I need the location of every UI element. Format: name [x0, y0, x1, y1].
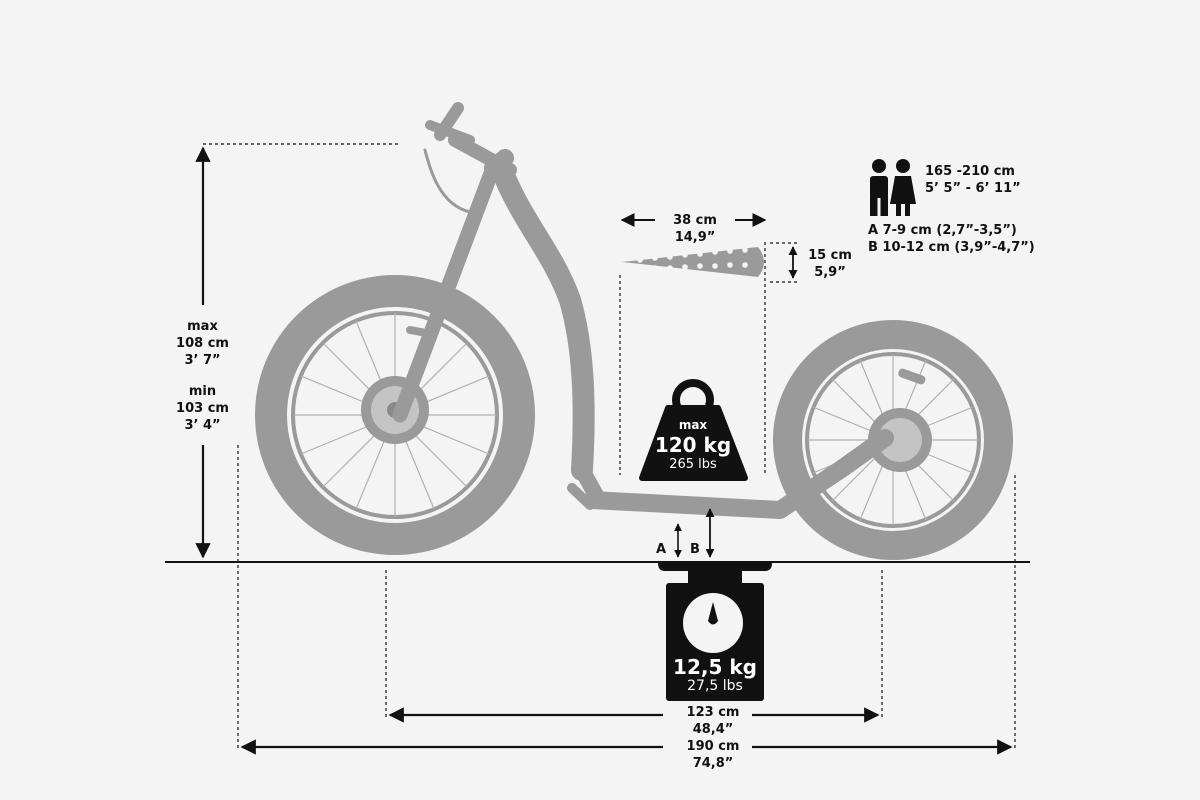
height-min-label: min 103 cm 3’ 4” [170, 383, 235, 434]
deck-length-label: 38 cm 14,9” [655, 212, 735, 246]
rider-height-cm: 165 -210 cm [925, 164, 1015, 179]
deck-shape [622, 247, 764, 277]
min-height-ft: 3’ 4” [184, 418, 221, 433]
length-dimensions [237, 445, 1016, 755]
max-word: max [187, 319, 218, 334]
male-figure-icon [870, 159, 888, 216]
clearance-marker-b: B [690, 542, 700, 557]
clearance-b-text: B 10-12 cm (3,9”-4,7”) [868, 240, 1035, 255]
max-load-lbs: 265 lbs [669, 457, 717, 472]
total-length-in: 74,8” [692, 756, 734, 771]
rider-height-ft: 5’ 5” - 6’ 11” [925, 181, 1021, 196]
max-load-word: max [678, 418, 708, 432]
scooter-illustration [255, 102, 1013, 560]
deck-length-in: 14,9” [674, 230, 716, 245]
max-load-kg: 120 kg [654, 433, 732, 457]
rider-height-label: 165 -210 cm 5’ 5” - 6’ 11” [925, 163, 1021, 197]
clearance-legend: A 7-9 cm (2,7”-3,5”) B 10-12 cm (3,9”-4,… [868, 222, 1035, 256]
ground-clearance [674, 508, 715, 558]
scooter-weight-lbs: 27,5 lbs [687, 678, 743, 694]
scale-icon [658, 563, 772, 701]
clearance-marker-a: A [656, 542, 667, 557]
max-height-cm: 108 cm [176, 336, 229, 351]
height-max-label: max 108 cm 3’ 7” [170, 318, 235, 369]
deck-length-cm: 38 cm [673, 213, 717, 228]
deck-width-label: 15 cm 5,9” [805, 247, 855, 281]
min-height-cm: 103 cm [176, 401, 229, 416]
wheelbase-cm: 123 cm [686, 705, 740, 720]
max-height-ft: 3’ 7” [184, 353, 221, 368]
deck-width-cm: 15 cm [808, 248, 852, 263]
wheelbase-in: 48,4” [692, 722, 734, 737]
wheelbase-label: 123 cm 48,4” [668, 704, 758, 738]
deck-width-in: 5,9” [814, 265, 846, 280]
total-length-cm: 190 cm [686, 739, 740, 754]
total-length-label: 190 cm 74,8” [668, 738, 758, 772]
clearance-a-text: A 7-9 cm (2,7”-3,5”) [868, 223, 1017, 238]
min-word: min [188, 384, 217, 399]
scooter-weight-kg: 12,5 kg [673, 655, 757, 679]
female-figure-icon [890, 159, 916, 216]
scooter-frame [392, 102, 894, 519]
weight-icon [639, 379, 748, 481]
height-dimension [195, 143, 400, 559]
